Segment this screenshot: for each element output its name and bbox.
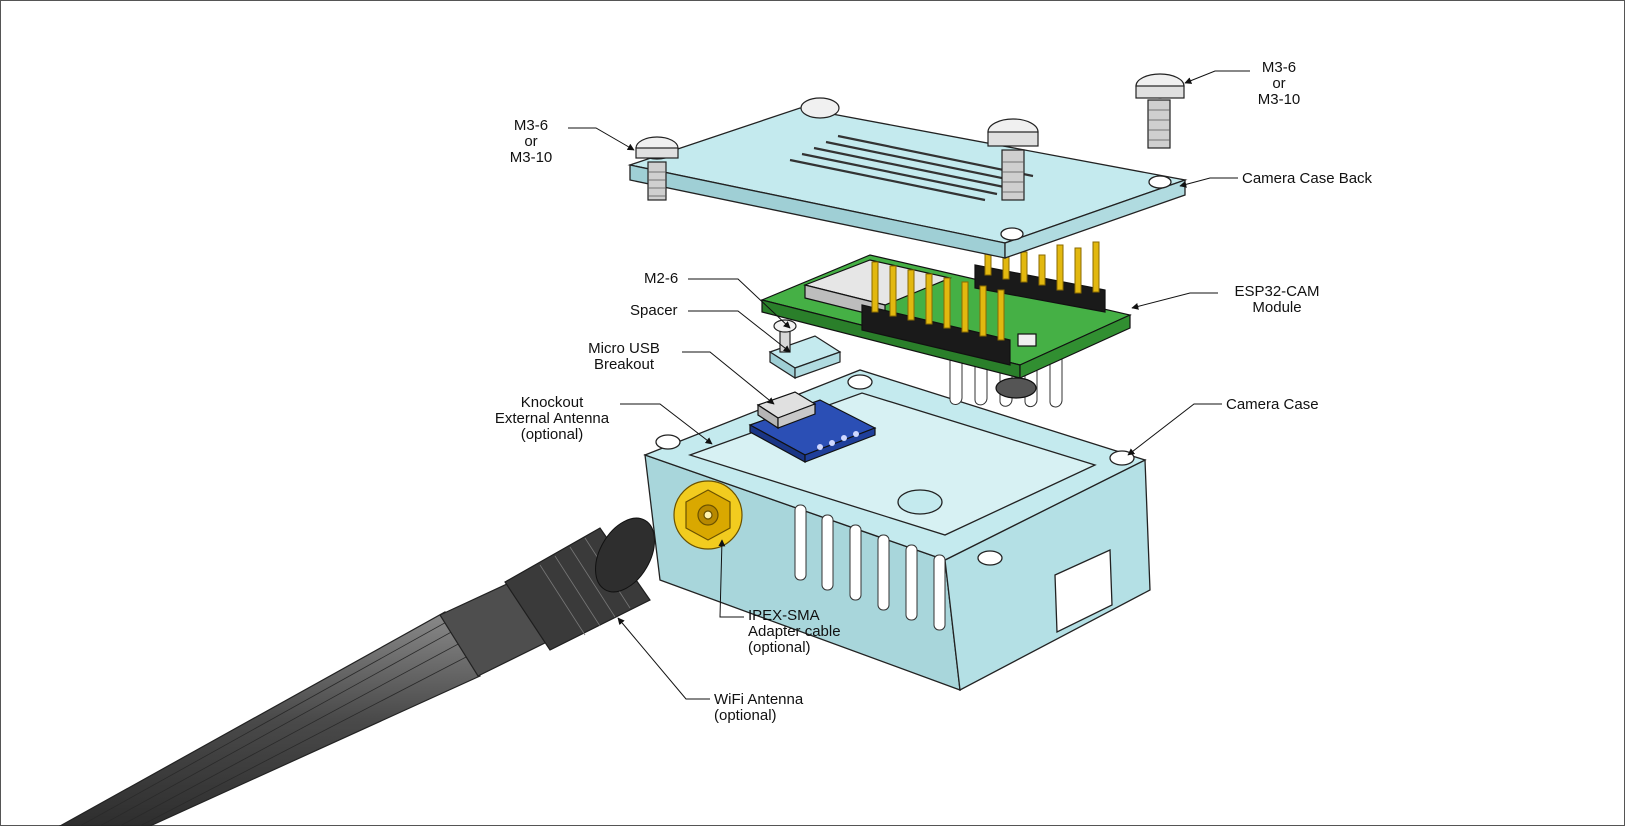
callout-esp32-cam: ESP32-CAM Module xyxy=(1222,284,1332,316)
leader-lines xyxy=(568,70,1250,700)
callout-line: M3-6 xyxy=(513,117,549,134)
callout-line: Camera Case xyxy=(1226,396,1319,413)
callout-line: External Antenna xyxy=(494,410,610,427)
callout-line: M3-10 xyxy=(1257,91,1301,108)
spacer xyxy=(768,335,842,380)
callout-line: IPEX-SMA xyxy=(748,607,820,624)
m3-screws xyxy=(635,73,1185,201)
camera-case-back xyxy=(627,107,1188,259)
callout-line: M3-10 xyxy=(509,149,553,166)
callout-line: Spacer xyxy=(630,302,678,319)
callout-wifi-antenna: WiFi Antenna (optional) xyxy=(714,692,803,724)
ipex-sma-connector xyxy=(673,480,743,550)
callout-spacer: Spacer xyxy=(630,303,678,319)
esp32-cam-module xyxy=(760,241,1132,399)
callout-line: (optional) xyxy=(748,639,811,656)
callout-line: Module xyxy=(1252,299,1302,316)
callout-line: Knockout xyxy=(520,394,584,411)
callout-line: or xyxy=(524,133,538,150)
callout-line: Breakout xyxy=(593,356,655,373)
callout-micro-usb: Micro USB Breakout xyxy=(576,341,672,373)
callout-camera-case-back: Camera Case Back xyxy=(1242,171,1372,187)
callout-line: M3-6 xyxy=(1261,59,1297,76)
micro-usb-breakout xyxy=(748,391,877,464)
callout-line: Camera Case Back xyxy=(1242,170,1373,187)
callout-screw-top-left: M3-6 or M3-10 xyxy=(496,118,566,166)
callout-line: Adapter cable xyxy=(748,623,841,640)
callout-line: M2-6 xyxy=(644,270,679,287)
callout-ipex-sma: IPEX-SMA Adapter cable (optional) xyxy=(748,608,841,656)
callout-screw-top-right: M3-6 or M3-10 xyxy=(1244,60,1314,108)
callout-camera-case: Camera Case xyxy=(1226,397,1319,413)
callout-line: Micro USB xyxy=(588,340,660,357)
callout-knockout-antenna: Knockout External Antenna (optional) xyxy=(488,395,616,443)
wifi-antenna xyxy=(58,517,655,826)
callout-m2-screw: M2-6 xyxy=(644,271,678,287)
callout-line: WiFi Antenna xyxy=(714,691,804,708)
callout-line: (optional) xyxy=(520,426,584,443)
callout-line: or xyxy=(1272,75,1286,92)
callout-line: (optional) xyxy=(714,707,777,724)
callout-line: ESP32-CAM xyxy=(1234,283,1320,300)
